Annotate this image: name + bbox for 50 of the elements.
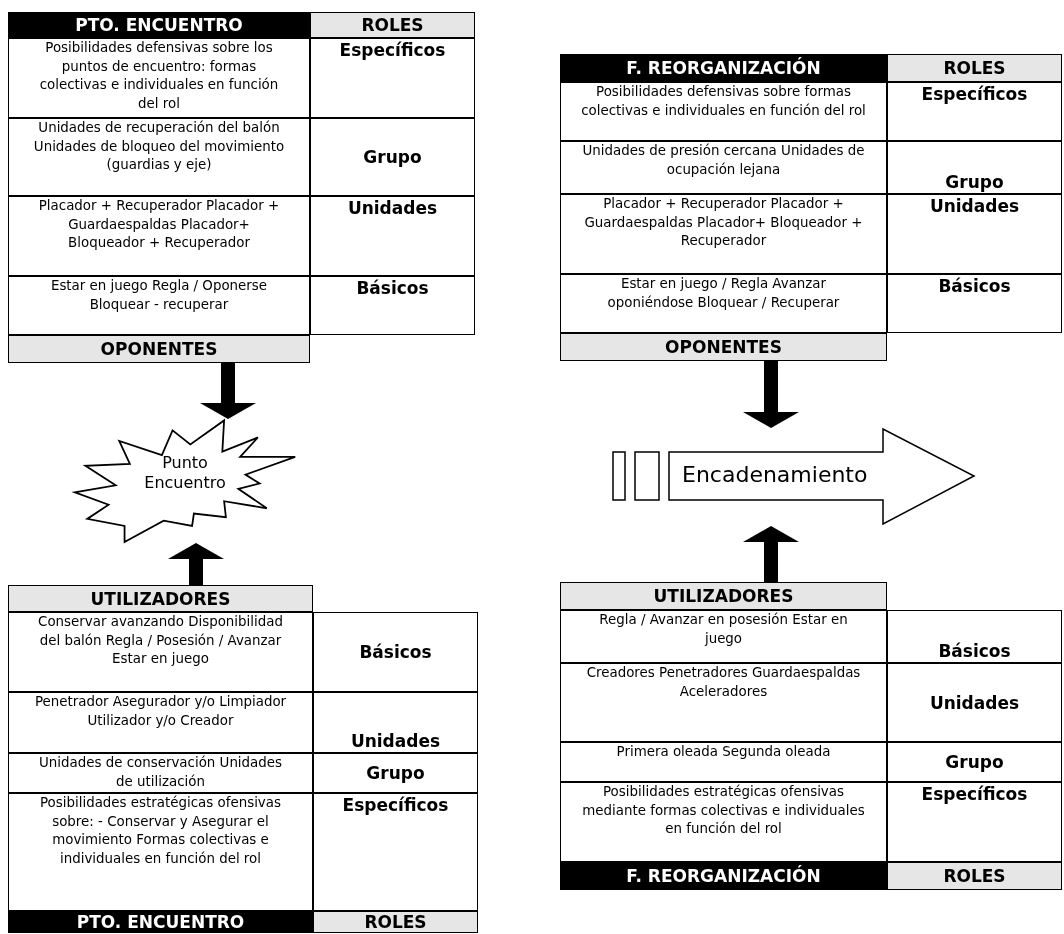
block-arrow	[200, 363, 256, 419]
table-cell: Penetrador Asegurador y/o Limpiador Utilizador y/o Creador	[8, 692, 313, 753]
table-cell: Conservar avanzando Disponibilidad del balón Regla / Posesión / Avanzar Estar en juego	[8, 612, 313, 692]
table-cell: Posibilidades defensivas sobre los puntos de encuentro: formas colectivas e individuales en función del rol	[8, 38, 310, 118]
block-arrow	[743, 526, 799, 582]
table-cell: Estar en juego Regla / Oponerse Bloquear - recuperar	[8, 276, 310, 335]
table-cell: Placador + Recuperador Placador + Guardaespaldas Placador+ Bloqueador + Recuperador	[8, 196, 310, 276]
table-cell: Creadores Penetradores Guardaespaldas Aceleradores	[560, 663, 887, 742]
role-cell: Básicos	[310, 276, 475, 335]
footer-cell: OPONENTES	[8, 335, 310, 363]
block-arrow	[168, 543, 224, 585]
role-cell: Unidades	[887, 663, 1062, 742]
table-cell: Estar en juego / Regla Avanzar oponiéndose Bloquear / Recuperar	[560, 274, 887, 333]
role-cell: Grupo	[310, 118, 475, 196]
table-cell: Unidades de recuperación del balón Unidades de bloqueo del movimiento (guardias y eje)	[8, 118, 310, 196]
footer-cell: OPONENTES	[560, 333, 887, 361]
header-cell: UTILIZADORES	[8, 585, 313, 612]
table-cell: Unidades de presión cercana Unidades de ocupación lejana	[560, 141, 887, 194]
role-cell: Específicos	[313, 793, 478, 911]
table-cell: Primera oleada Segunda oleada	[560, 742, 887, 782]
role-cell: Básicos	[313, 612, 478, 692]
footer-cell: ROLES	[887, 862, 1062, 890]
table-cell: Unidades de conservación Unidades de utilización	[8, 753, 313, 793]
table-cell: Posibilidades defensivas sobre formas colectivas e individuales en función del rol	[560, 82, 887, 141]
role-cell: Grupo	[887, 141, 1062, 194]
role-cell: Específicos	[310, 38, 475, 118]
table-cell: Placador + Recuperador Placador + Guardaespaldas Placador+ Bloqueador + Recuperador	[560, 194, 887, 274]
header-cell: UTILIZADORES	[560, 582, 887, 610]
node-label: Encadenamiento	[682, 461, 868, 489]
header-cell: PTO. ENCUENTRO	[8, 12, 310, 38]
role-cell: Específicos	[887, 82, 1062, 141]
table-cell: Posibilidades estratégicas ofensivas sobre: - Conservar y Asegurar el movimiento Formas colectivas e individuales en función del rol	[8, 793, 313, 911]
header-cell: ROLES	[310, 12, 475, 38]
block-arrow	[743, 361, 799, 428]
node-label: Punto Encuentro	[143, 453, 227, 493]
role-cell: Básicos	[887, 274, 1062, 333]
role-cell: Grupo	[313, 753, 478, 793]
table-cell: Regla / Avanzar en posesión Estar en juego	[560, 610, 887, 663]
role-cell: Unidades	[313, 692, 478, 753]
role-cell: Unidades	[310, 196, 475, 276]
footer-cell: F. REORGANIZACIÓN	[560, 862, 887, 890]
table-cell: Posibilidades estratégicas ofensivas mediante formas colectivas e individuales en función del rol	[560, 782, 887, 862]
role-cell: Específicos	[887, 782, 1062, 862]
role-cell: Unidades	[887, 194, 1062, 274]
header-cell: F. REORGANIZACIÓN	[560, 54, 887, 82]
role-cell: Grupo	[887, 742, 1062, 782]
header-cell: ROLES	[887, 54, 1062, 82]
role-cell: Básicos	[887, 610, 1062, 663]
footer-cell: PTO. ENCUENTRO	[8, 911, 313, 933]
footer-cell: ROLES	[313, 911, 478, 933]
